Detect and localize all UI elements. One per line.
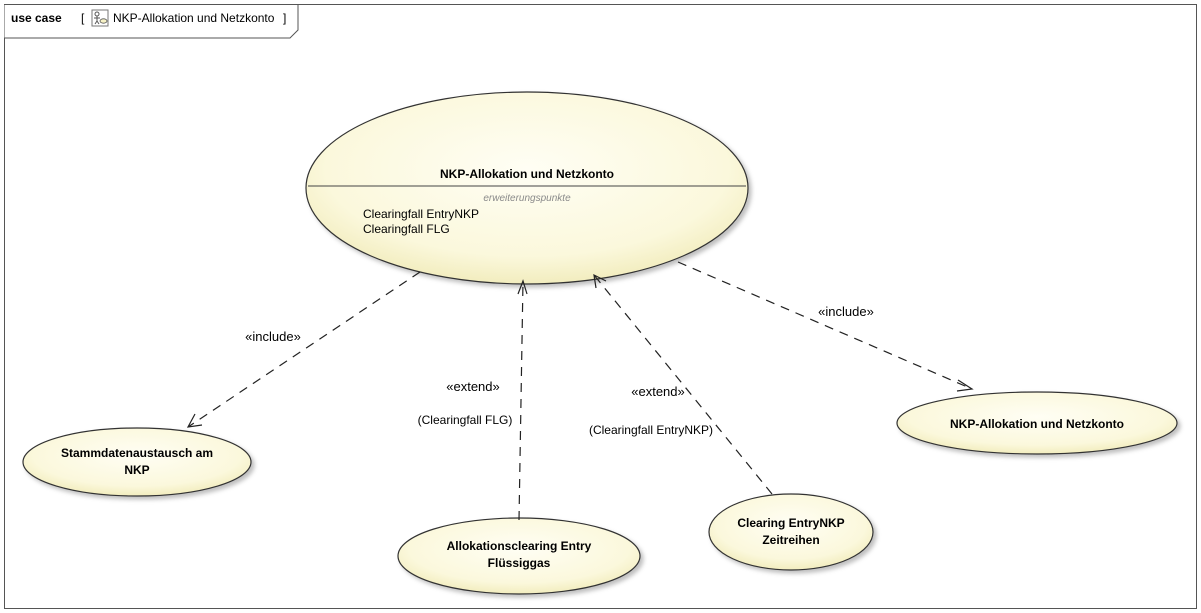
diagram-frame: use case [ NKP-Allokation und Netzkonto … bbox=[4, 4, 1197, 609]
include-relation-right[interactable] bbox=[677, 261, 974, 392]
extension-point: Clearingfall FLG bbox=[363, 222, 450, 236]
extend-relation-entrynkp[interactable] bbox=[593, 273, 773, 495]
frame-tab bbox=[4, 4, 299, 39]
use-case-nkp-allokation-included[interactable]: NKP-Allokation und Netzkonto bbox=[896, 391, 1178, 455]
open-arrowhead-icon bbox=[186, 413, 203, 428]
use-case-label-line: NKP bbox=[124, 463, 149, 477]
use-case-label-line: Flüssiggas bbox=[488, 556, 551, 570]
use-case-allokationsclearing[interactable]: Allokationsclearing Entry Flüssiggas bbox=[397, 517, 641, 595]
open-arrowhead-icon bbox=[517, 279, 528, 295]
extension-point: Clearingfall EntryNKP bbox=[363, 207, 479, 221]
use-case-main[interactable]: NKP-Allokation und Netzkonto erweiterung… bbox=[305, 91, 749, 285]
use-case-diagram-icon bbox=[91, 9, 109, 27]
extend-label-flg: «extend» bbox=[446, 379, 500, 394]
extension-points-header: erweiterungspunkte bbox=[483, 193, 571, 204]
frame-keyword: use case bbox=[11, 11, 62, 25]
extend-condition-flg: (Clearingfall FLG) bbox=[418, 413, 513, 427]
open-arrowhead-icon bbox=[956, 379, 974, 392]
use-case-label-line: NKP-Allokation und Netzkonto bbox=[950, 417, 1124, 431]
extend-label-entrynkp: «extend» bbox=[631, 384, 685, 399]
include-label-right: «include» bbox=[818, 304, 874, 319]
extend-condition-entrynkp: (Clearingfall EntryNKP) bbox=[589, 423, 713, 437]
use-case-label-line: Allokationsclearing Entry bbox=[447, 539, 592, 553]
include-label-left: «include» bbox=[245, 329, 301, 344]
use-case-clearing-entrynkp[interactable]: Clearing EntryNKP Zeitreihen bbox=[708, 493, 874, 571]
use-case-label-line: Zeitreihen bbox=[762, 533, 819, 547]
frame-name: NKP-Allokation und Netzkonto bbox=[113, 11, 275, 25]
include-relation-left[interactable] bbox=[186, 271, 421, 428]
use-case-label-line: Stammdatenaustausch am bbox=[61, 446, 213, 460]
open-arrowhead-icon bbox=[593, 273, 607, 289]
extend-relation-flg[interactable] bbox=[517, 279, 528, 521]
frame-bracket-close: ] bbox=[283, 11, 286, 25]
use-case-main-title: NKP-Allokation und Netzkonto bbox=[440, 167, 614, 181]
use-case-stammdatenaustausch[interactable]: Stammdatenaustausch am NKP bbox=[22, 427, 252, 497]
frame-bracket-open: [ bbox=[81, 11, 85, 25]
use-case-label-line: Clearing EntryNKP bbox=[737, 516, 844, 530]
